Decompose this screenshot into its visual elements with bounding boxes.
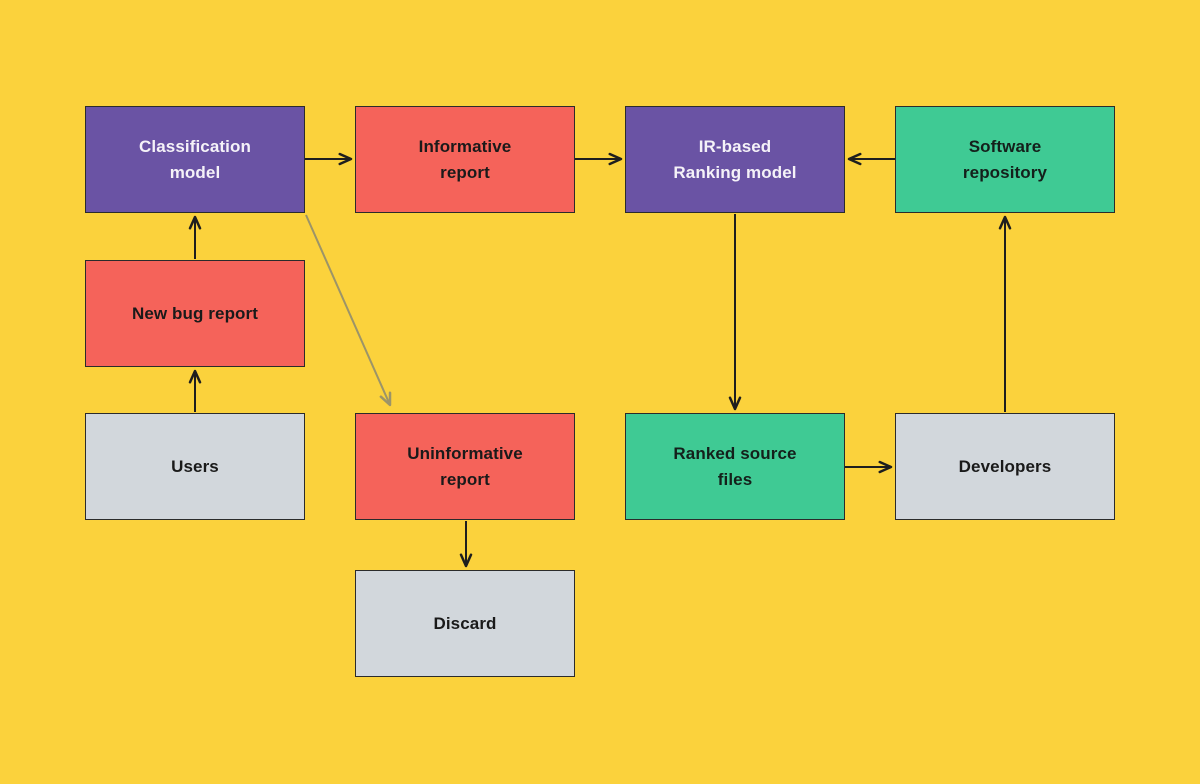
node-classification-model: Classification model bbox=[85, 106, 305, 213]
node-uninformative-report: Uninformative report bbox=[355, 413, 575, 520]
node-label: Informative report bbox=[418, 137, 512, 182]
node-label: Discard bbox=[433, 613, 497, 633]
node-discard: Discard bbox=[355, 570, 575, 677]
node-label: Ranked source files bbox=[673, 444, 797, 489]
node-label: Software repository bbox=[962, 137, 1048, 182]
node-label: Uninformative report bbox=[407, 444, 523, 489]
node-label: IR-based Ranking model bbox=[673, 137, 797, 182]
edge-classification-model-to-uninformative-report bbox=[305, 214, 392, 407]
node-label: Classification model bbox=[139, 137, 251, 182]
node-software-repository: Software repository bbox=[895, 106, 1115, 213]
node-ir-ranking-model: IR-based Ranking model bbox=[625, 106, 845, 213]
node-ranked-source-files: Ranked source files bbox=[625, 413, 845, 520]
node-label: Users bbox=[171, 456, 219, 476]
node-label: Developers bbox=[958, 456, 1052, 476]
node-new-bug-report: New bug report bbox=[85, 260, 305, 367]
node-informative-report: Informative report bbox=[355, 106, 575, 213]
node-label: New bug report bbox=[131, 303, 259, 323]
node-users: Users bbox=[85, 413, 305, 520]
node-developers: Developers bbox=[895, 413, 1115, 520]
